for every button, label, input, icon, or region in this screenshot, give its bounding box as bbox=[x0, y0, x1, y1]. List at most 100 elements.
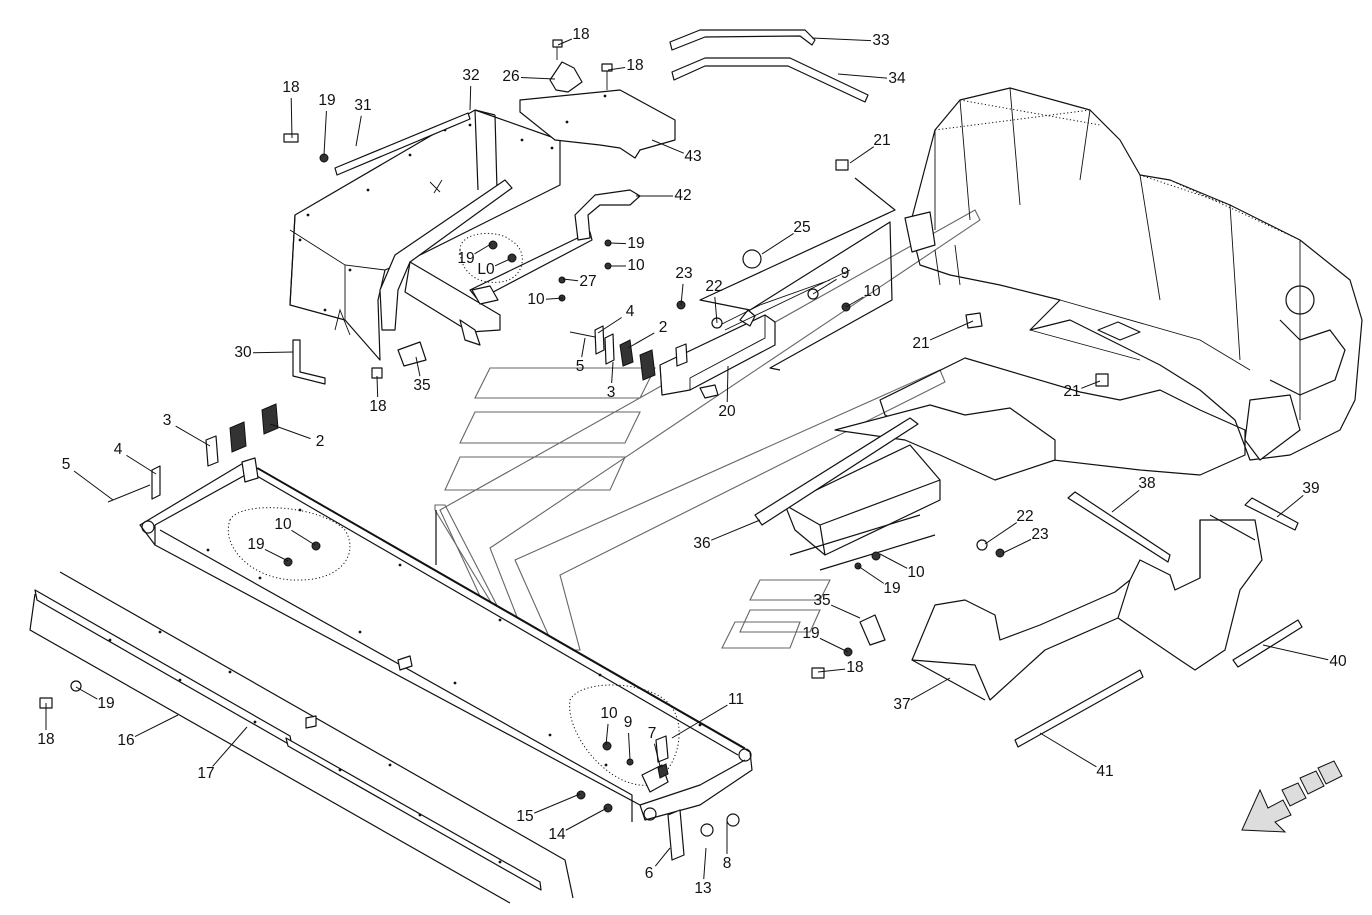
callout-c-5a: 5 bbox=[576, 337, 586, 375]
leader-line bbox=[264, 549, 289, 562]
leader-line bbox=[291, 529, 316, 546]
callout-c-14: 14 bbox=[548, 807, 608, 843]
leader-line bbox=[1081, 380, 1101, 389]
leader-line bbox=[73, 470, 114, 501]
leader-line bbox=[581, 337, 586, 358]
callout-c-25: 25 bbox=[761, 219, 811, 255]
leader-line bbox=[845, 296, 864, 308]
callout-c-2b: 2 bbox=[269, 423, 324, 450]
callout-c-35b: 35 bbox=[813, 592, 861, 619]
callout-label: 10 bbox=[627, 257, 645, 274]
leader-line bbox=[611, 361, 614, 384]
callout-label: 26 bbox=[502, 68, 519, 85]
leader-line bbox=[607, 66, 626, 71]
callout-label: 43 bbox=[684, 148, 701, 165]
callout-label: 30 bbox=[234, 344, 252, 361]
leader-line bbox=[811, 37, 872, 42]
callout-c-19b: 19 bbox=[609, 235, 645, 252]
callout-label: 19 bbox=[97, 695, 114, 712]
callout-c-18b: 18 bbox=[607, 57, 644, 74]
callout-c-18d: 18 bbox=[369, 375, 387, 415]
machine-housing bbox=[904, 87, 1363, 461]
callout-label: 23 bbox=[1031, 526, 1048, 543]
leader-line bbox=[557, 38, 573, 46]
callout-label: 40 bbox=[1329, 653, 1347, 670]
callout-c-10d: 10 bbox=[274, 516, 316, 546]
leader-line bbox=[545, 297, 564, 300]
leader-line bbox=[651, 139, 684, 154]
callout-label: 35 bbox=[413, 377, 430, 394]
callout-c-31: 31 bbox=[354, 97, 372, 147]
cover-plate-43 bbox=[519, 89, 676, 159]
callout-c-10e: 10 bbox=[879, 553, 925, 581]
leader-line bbox=[984, 522, 1017, 545]
callout-label: 23 bbox=[675, 265, 692, 282]
callout-label: 25 bbox=[793, 219, 810, 236]
callout-c-16: 16 bbox=[117, 714, 179, 749]
callout-c-l0: L0 bbox=[477, 258, 511, 278]
leader-line bbox=[654, 847, 671, 867]
bars-16-17 bbox=[29, 571, 574, 904]
callout-label: 22 bbox=[705, 278, 722, 295]
bracket-42 bbox=[574, 189, 641, 241]
callout-label: 33 bbox=[872, 32, 889, 49]
callout-label: 4 bbox=[114, 441, 123, 458]
callout-label: 35 bbox=[813, 592, 830, 609]
callout-c-7: 7 bbox=[648, 725, 661, 767]
callout-label: 10 bbox=[600, 705, 618, 722]
callout-label: 36 bbox=[693, 535, 710, 552]
leader-line bbox=[628, 732, 631, 761]
leader-line bbox=[714, 296, 718, 324]
leader-line bbox=[653, 743, 661, 767]
leader-line bbox=[627, 332, 655, 349]
callout-label: 3 bbox=[607, 384, 616, 401]
callout-c-21a: 21 bbox=[849, 132, 891, 164]
callout-c-19e: 19 bbox=[857, 565, 901, 597]
callout-c-10f: 10 bbox=[600, 705, 618, 746]
callout-c-20: 20 bbox=[718, 365, 736, 420]
leader-line bbox=[680, 283, 684, 306]
callout-c-10a: 10 bbox=[610, 257, 645, 274]
callout-label: 9 bbox=[841, 265, 850, 282]
leader-line bbox=[597, 317, 622, 334]
leader-line bbox=[609, 242, 627, 245]
callout-label: 4 bbox=[626, 303, 635, 320]
leader-line bbox=[269, 423, 311, 440]
callout-c-5b: 5 bbox=[62, 456, 114, 501]
callout-c-4a: 4 bbox=[597, 303, 635, 334]
callout-label: 9 bbox=[624, 714, 633, 731]
leader-line bbox=[849, 146, 875, 164]
callout-c-40: 40 bbox=[1262, 644, 1347, 670]
leader-line bbox=[1276, 494, 1304, 518]
leader-line bbox=[212, 726, 248, 767]
callout-label: 5 bbox=[62, 456, 71, 473]
bar-33 bbox=[669, 29, 816, 51]
callout-label: 14 bbox=[548, 826, 566, 843]
callout-label: 39 bbox=[1302, 480, 1319, 497]
leader-line bbox=[929, 320, 974, 341]
callout-label: 34 bbox=[888, 70, 906, 87]
callout-label: 19 bbox=[802, 625, 819, 642]
callout-label: 15 bbox=[516, 808, 533, 825]
callout-label: 18 bbox=[282, 79, 299, 96]
callout-c-30: 30 bbox=[234, 344, 294, 361]
callout-c-8: 8 bbox=[723, 822, 731, 872]
callout-c-42: 42 bbox=[636, 187, 692, 204]
callout-label: 10 bbox=[863, 283, 881, 300]
callout-label: 27 bbox=[579, 273, 596, 290]
leader-line bbox=[534, 793, 581, 814]
leader-line bbox=[252, 351, 294, 354]
callout-c-35a: 35 bbox=[413, 356, 431, 394]
leader-line bbox=[812, 278, 837, 295]
callout-label: 21 bbox=[1063, 383, 1080, 400]
callout-label: 19 bbox=[247, 536, 264, 553]
callout-c-19d: 19 bbox=[247, 536, 289, 562]
leader-line bbox=[879, 553, 908, 569]
leader-line bbox=[703, 847, 707, 880]
clamp-group-lower bbox=[107, 403, 279, 503]
callout-label: 10 bbox=[527, 291, 545, 308]
channel-bracket-20 bbox=[659, 269, 851, 399]
callout-c-3b: 3 bbox=[163, 412, 211, 447]
callout-label: 18 bbox=[369, 398, 386, 415]
